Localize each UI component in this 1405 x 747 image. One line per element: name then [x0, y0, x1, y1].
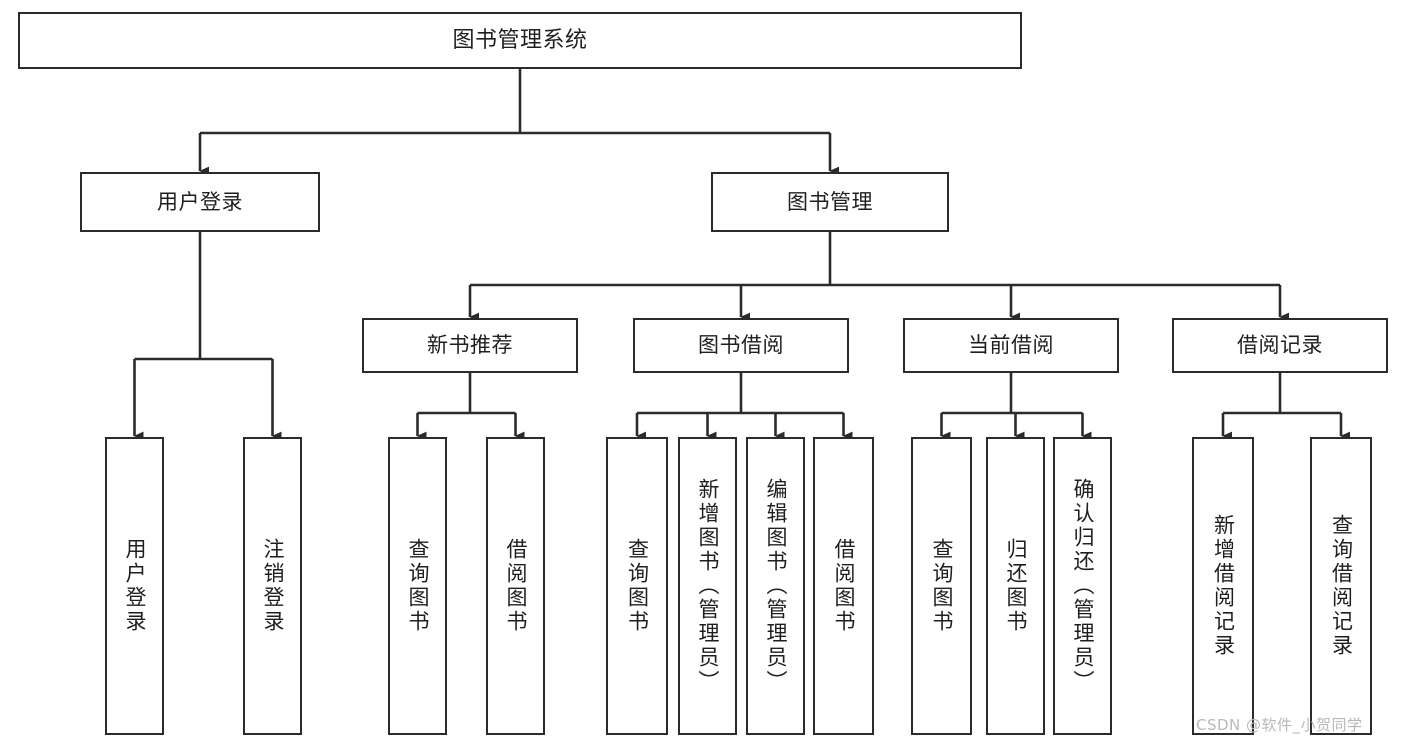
leaf-record-add[interactable]: 新增借阅记录: [1192, 437, 1254, 735]
node-root-label: 图书管理系统: [452, 27, 588, 53]
node-book-borrow[interactable]: 图书借阅: [633, 318, 849, 373]
leaf-borrow-query-book[interactable]: 查询图书: [606, 437, 668, 735]
leaf-borrow-borrow-book[interactable]: 借阅图书: [813, 437, 874, 735]
node-book-manage-label: 图书管理: [787, 189, 873, 214]
node-book-borrow-label: 图书借阅: [698, 333, 784, 358]
leaf-record-query[interactable]: 查询借阅记录: [1310, 437, 1372, 735]
leaf-current-return-book[interactable]: 归还图书: [986, 437, 1045, 735]
node-new-book-recommend[interactable]: 新书推荐: [362, 318, 578, 373]
leaf-borrow-add-book-label: 新增图书（管理员）: [696, 478, 720, 694]
leaf-user-logout[interactable]: 注销登录: [243, 437, 302, 735]
node-new-book-recommend-label: 新书推荐: [427, 333, 513, 358]
leaf-current-confirm-return-label: 确认归还（管理员）: [1071, 478, 1095, 694]
leaf-recommend-borrow-book-label: 借阅图书: [504, 538, 528, 634]
leaf-borrow-borrow-book-label: 借阅图书: [832, 538, 856, 634]
leaf-recommend-borrow-book[interactable]: 借阅图书: [486, 437, 545, 735]
leaf-borrow-edit-book-label: 编辑图书（管理员）: [764, 478, 788, 694]
node-borrow-record[interactable]: 借阅记录: [1172, 318, 1388, 373]
leaf-current-return-book-label: 归还图书: [1004, 538, 1028, 634]
leaf-borrow-edit-book[interactable]: 编辑图书（管理员）: [746, 437, 805, 735]
leaf-user-login-label: 用户登录: [123, 538, 147, 634]
leaf-current-confirm-return[interactable]: 确认归还（管理员）: [1053, 437, 1112, 735]
leaf-recommend-query-book-label: 查询图书: [406, 538, 430, 634]
leaf-user-login[interactable]: 用户登录: [105, 437, 164, 735]
leaf-recommend-query-book[interactable]: 查询图书: [388, 437, 447, 735]
leaf-borrow-query-book-label: 查询图书: [625, 538, 650, 634]
node-borrow-record-label: 借阅记录: [1237, 333, 1323, 358]
leaf-user-logout-label: 注销登录: [261, 538, 285, 634]
leaf-record-query-label: 查询借阅记录: [1329, 514, 1354, 658]
node-user-login-label: 用户登录: [157, 189, 243, 214]
node-current-borrow-label: 当前借阅: [968, 333, 1054, 358]
node-user-login[interactable]: 用户登录: [80, 172, 320, 232]
node-book-manage[interactable]: 图书管理: [711, 172, 949, 232]
csdn-watermark: CSDN @软件_小贺同学: [1196, 716, 1363, 734]
leaf-record-add-label: 新增借阅记录: [1211, 514, 1236, 658]
node-root[interactable]: 图书管理系统: [18, 12, 1022, 69]
leaf-borrow-add-book[interactable]: 新增图书（管理员）: [678, 437, 737, 735]
leaf-current-query-book-label: 查询图书: [930, 538, 954, 634]
node-current-borrow[interactable]: 当前借阅: [903, 318, 1119, 373]
leaf-current-query-book[interactable]: 查询图书: [911, 437, 972, 735]
